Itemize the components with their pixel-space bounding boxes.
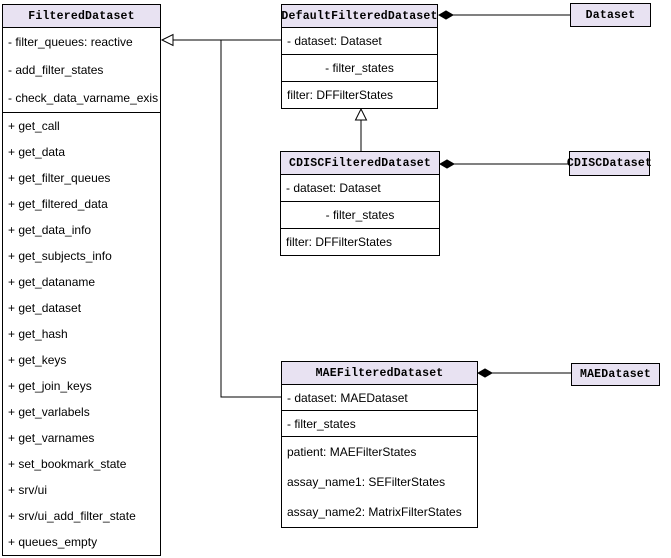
method-row: + get_subjects_info xyxy=(8,249,112,263)
methods-compartment: + get_call + get_data + get_filter_queue… xyxy=(3,112,160,555)
composition-diamond-icon xyxy=(438,159,456,169)
field-row: filter: DFFilterStates xyxy=(282,81,437,108)
field-row: assay_name1: SEFilterStates xyxy=(287,475,446,489)
class-title: MAEDataset xyxy=(572,364,659,385)
class-mae-filtered-dataset: MAEFilteredDataset - dataset: MAEDataset… xyxy=(281,361,478,528)
class-cdisc-dataset: CDISCDataset xyxy=(567,151,652,176)
method-row: + get_varnames xyxy=(8,431,95,445)
field-row: - filter_states xyxy=(282,410,477,436)
attribute-row: - filter_queues: reactive xyxy=(8,35,133,49)
filter-states-compartment: patient: MAEFilterStates assay_name1: SE… xyxy=(282,436,477,527)
class-mae-dataset: MAEDataset xyxy=(571,363,660,386)
method-row: + get_filtered_data xyxy=(8,197,108,211)
class-default-filtered-dataset: DefaultFilteredDataset - dataset: Datase… xyxy=(281,4,438,109)
class-title: FilteredDataset xyxy=(3,5,160,28)
method-row: + srv/ui_add_filter_state xyxy=(8,509,136,523)
field-row: - dataset: Dataset xyxy=(286,181,381,195)
class-dataset: Dataset xyxy=(570,3,651,27)
composition-diamond-icon xyxy=(476,368,494,378)
method-row: + set_bookmark_state xyxy=(8,457,127,471)
method-row: + get_data xyxy=(8,145,66,159)
field-row: - dataset: Dataset xyxy=(287,34,382,48)
class-cdisc-filtered-dataset: CDISCFilteredDataset - dataset: Dataset … xyxy=(280,151,440,256)
composition-diamond-icon xyxy=(437,10,455,20)
class-title: CDISCFilteredDataset xyxy=(281,152,439,175)
class-title: DefaultFilteredDataset xyxy=(281,5,437,28)
class-title: MAEFilteredDataset xyxy=(282,362,477,385)
method-row: + get_hash xyxy=(8,327,68,341)
method-row: + get_keys xyxy=(8,353,67,367)
method-row: + get_data_info xyxy=(8,223,92,237)
connector-line xyxy=(220,40,281,398)
attribute-row: - add_filter_states xyxy=(8,63,104,77)
method-row: + queues_empty xyxy=(8,535,98,549)
attributes-compartment: - filter_queues: reactive - add_filter_s… xyxy=(3,28,160,112)
method-row: + get_join_keys xyxy=(8,379,92,393)
class-filtered-dataset: FilteredDataset - filter_queues: reactiv… xyxy=(2,4,161,556)
method-row: + srv/ui xyxy=(8,483,48,497)
method-row: + get_varlabels xyxy=(8,405,90,419)
method-row: + get_filter_queues xyxy=(8,171,111,185)
class-title: Dataset xyxy=(571,4,650,26)
field-row: assay_name2: MatrixFilterStates xyxy=(287,505,462,519)
field-row: - filter_states xyxy=(281,201,439,228)
generalization-arrow-icon xyxy=(354,107,368,121)
class-title: CDISCDataset xyxy=(567,152,652,175)
field-row: - dataset: MAEDataset xyxy=(287,390,408,405)
attribute-row: - check_data_varname_exis xyxy=(8,91,159,105)
field-row: patient: MAEFilterStates xyxy=(287,445,417,459)
method-row: + get_dataset xyxy=(8,301,82,315)
generalization-arrow-icon xyxy=(160,33,174,47)
field-row: filter: DFFilterStates xyxy=(281,228,439,255)
field-row: - filter_states xyxy=(282,54,437,81)
method-row: + get_call xyxy=(8,119,60,133)
method-row: + get_dataname xyxy=(8,275,96,289)
